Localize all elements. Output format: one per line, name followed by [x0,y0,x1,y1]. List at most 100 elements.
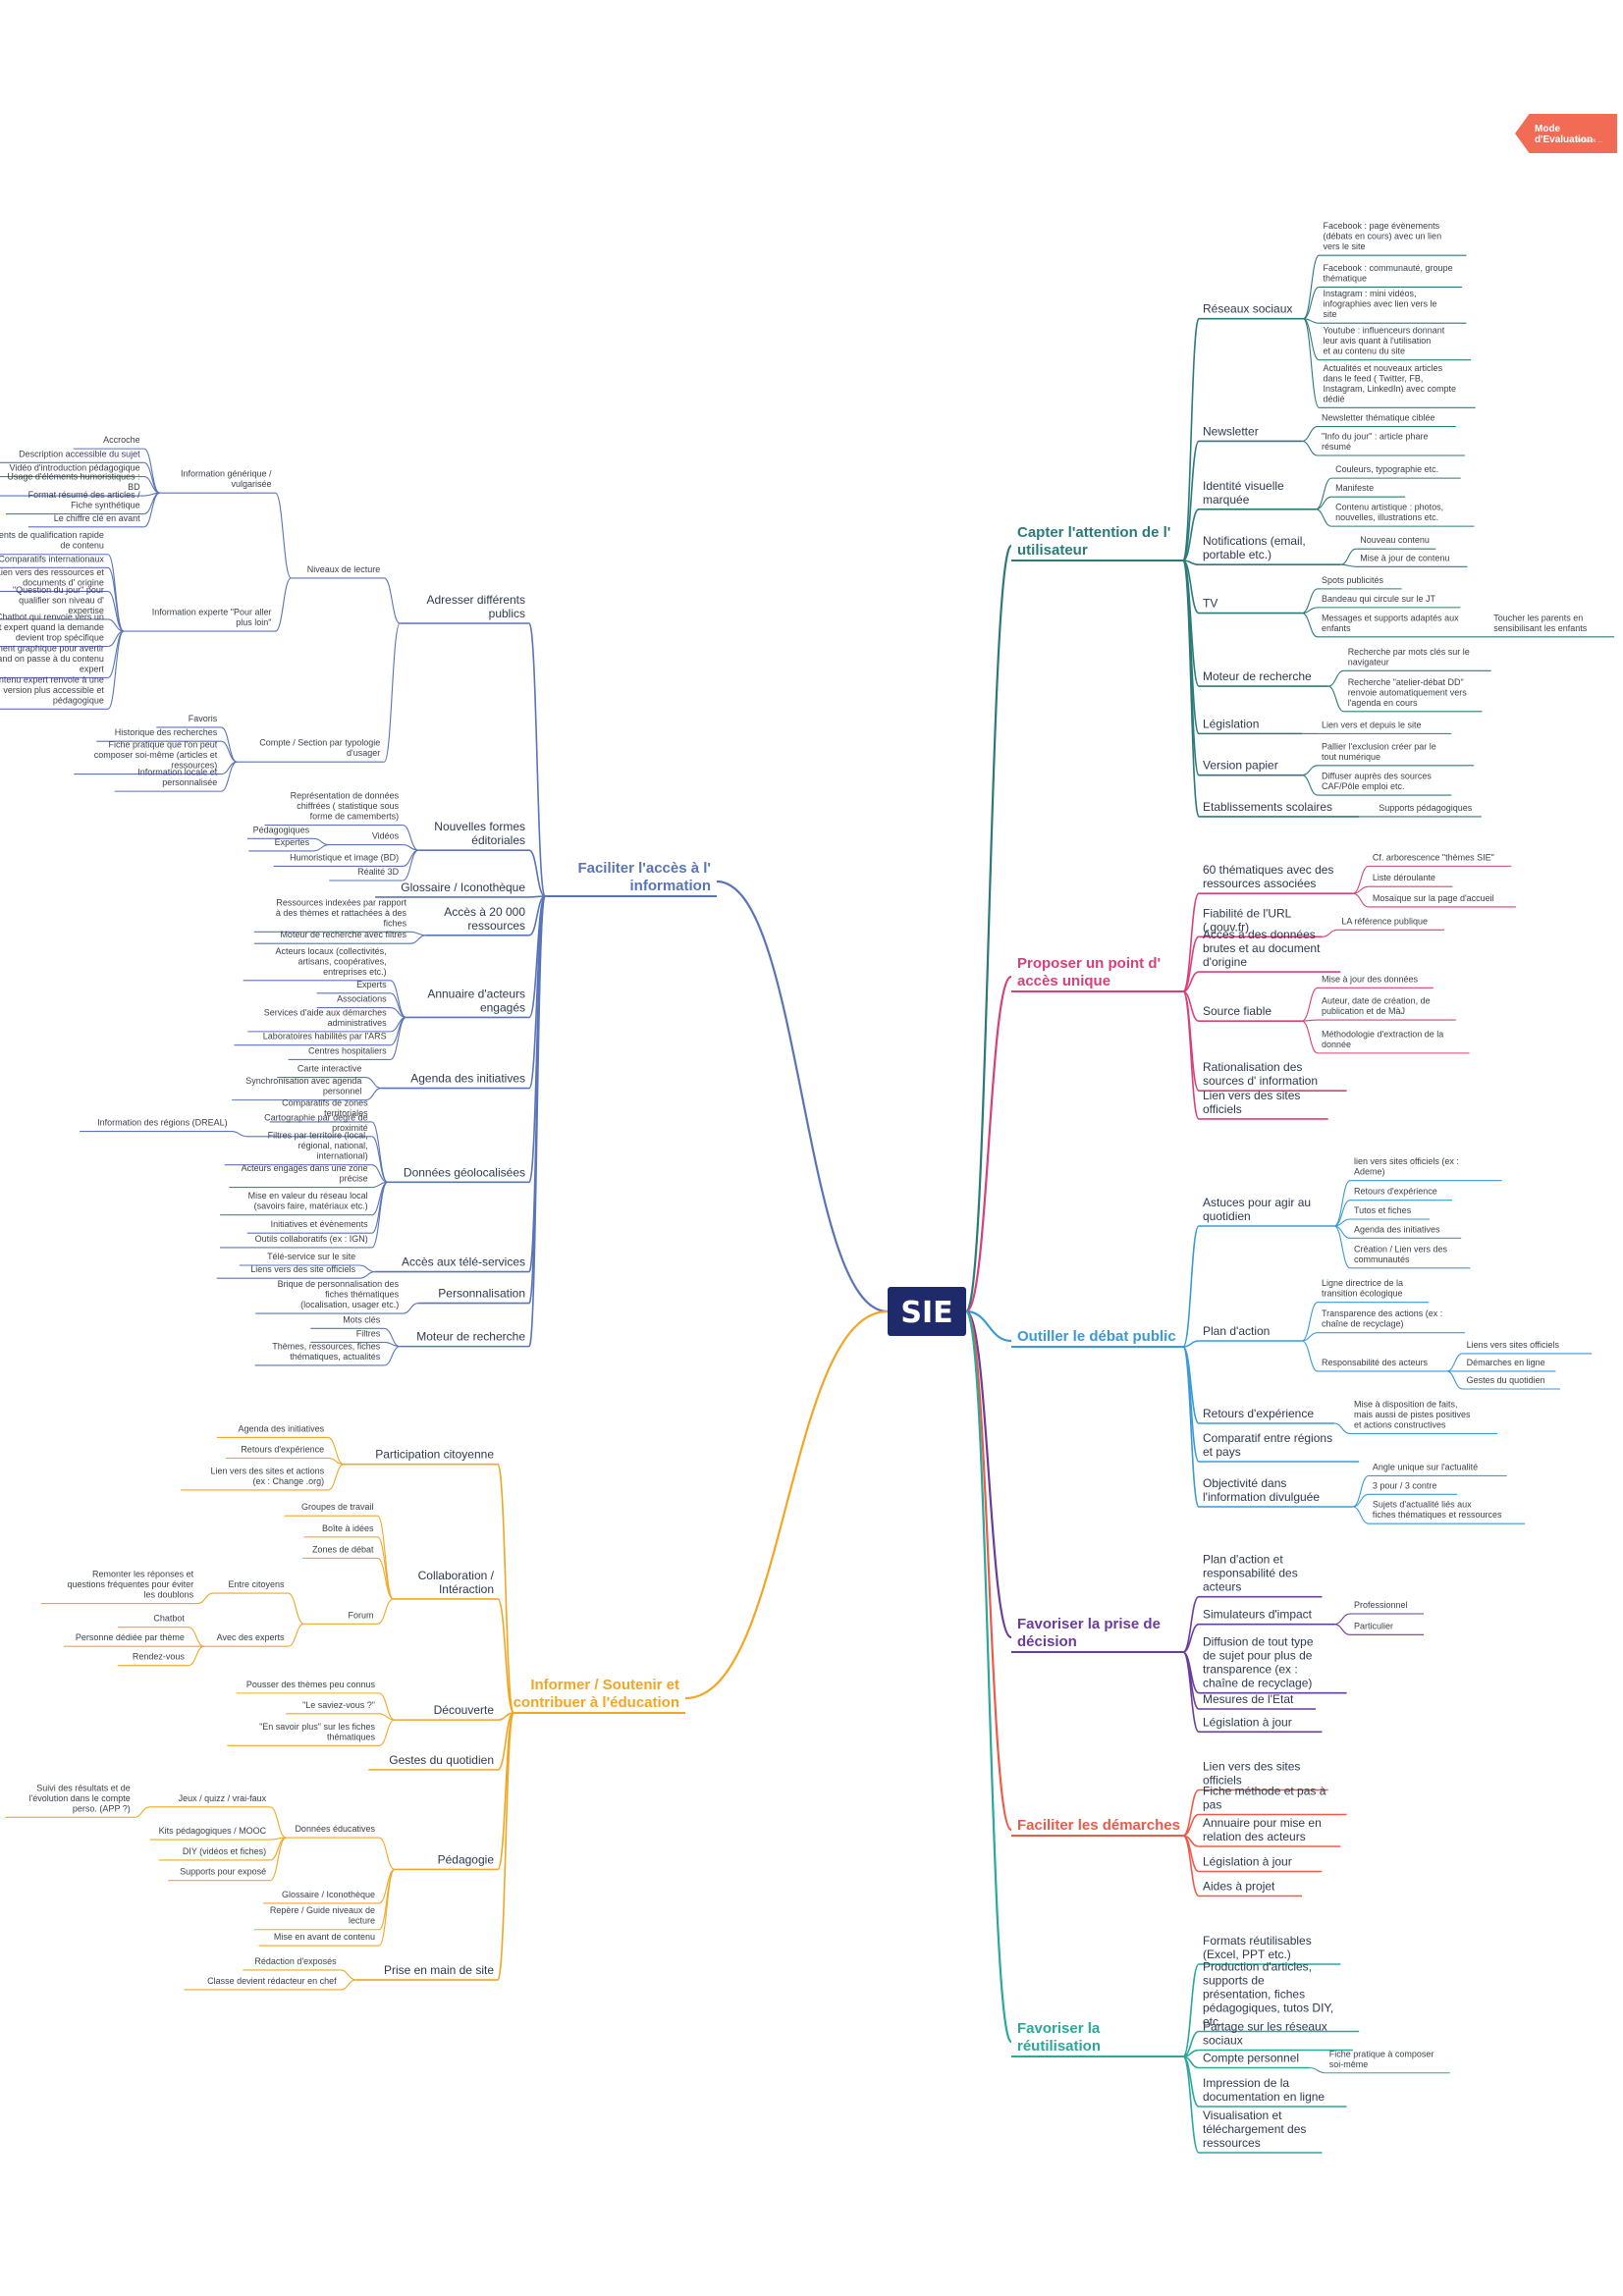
node-tutos-et-fiches[interactable]: Tutos et fiches [1354,1205,1412,1215]
node-contenu-artistique-photos-nouvelles-illu[interactable]: Contenu artistique : photos,nouvelles, i… [1335,503,1443,523]
node-couleurs-typographie-etc[interactable]: Couleurs, typographie etc. [1335,464,1438,474]
node-mise-a-jour-des-donnees[interactable]: Mise à jour des données [1322,974,1419,984]
node-acteurs-locaux-collectivites-artisans-co[interactable]: Acteurs locaux (collectivités,artisans, … [276,946,387,977]
node-lien-vers-des-sites-et-actions-ex-change[interactable]: Lien vers des sites et actions(ex : Chan… [211,1466,325,1486]
node-boite-a-idees[interactable]: Boîte à idées [322,1523,374,1533]
node-filtres-par-territoire-local-regional-na[interactable]: Filtres par territoire (local,régional, … [268,1131,368,1161]
node-cf-arborescence-themes-sie[interactable]: Cf. arborescence "thèmes SIE" [1373,852,1494,862]
node-recherche-atelier-debat-dd-renvoie-autom[interactable]: Recherche "atelier-débat DD"renvoie auto… [1348,677,1468,708]
node-mise-a-disposition-de-faits-mais-aussi-d[interactable]: Mise à disposition de faits,mais aussi d… [1354,1400,1471,1430]
node-video-d-introduction-pedagogique[interactable]: Vidéo d'introduction pédagogique [10,463,140,473]
node-mise-en-valeur-du-reseau-local-savoirs-f[interactable]: Mise en valeur du réseau local(savoirs f… [248,1191,368,1211]
node-comparatifs-internationaux[interactable]: Comparatifs internationaux [0,554,104,563]
node-jeux-quizz-vrai-faux[interactable]: Jeux / quizz / vrai-faux [179,1793,267,1803]
node-personne-dediee-par-theme[interactable]: Personne dédiée par thème [76,1632,185,1642]
node-prise-en-main-de-site[interactable]: Prise en main de site [384,1963,494,1977]
node-mosaique-sur-la-page-d-accueil[interactable]: Mosaïque sur la page d'accueil [1373,893,1494,903]
node-tv[interactable]: TV [1203,597,1217,611]
node-decouverte[interactable]: Découverte [434,1703,495,1717]
node-rendez-vous[interactable]: Rendez-vous [133,1652,186,1662]
node-supports-pedagogiques[interactable]: Supports pédagogiques [1379,803,1473,813]
root-node[interactable]: SIE [888,1287,966,1336]
node-zones-de-debat[interactable]: Zones de débat [312,1544,374,1554]
node-spots-publicites[interactable]: Spots publicités [1322,575,1384,585]
node-gestes-du-quotidien[interactable]: Gestes du quotidien [1467,1375,1545,1385]
node-legislation[interactable]: Législation [1203,717,1259,730]
node-plan-d-action[interactable]: Plan d'action [1203,1324,1270,1338]
node-compte-personnel[interactable]: Compte personnel [1203,2052,1299,2065]
node-associations[interactable]: Associations [337,994,387,1004]
node-kits-pedagogiques-mooc[interactable]: Kits pédagogiques / MOOC [159,1826,267,1836]
node-videos[interactable]: Vidéos [372,831,400,841]
node-usage-d-elements-humoristiques-bd[interactable]: Usage d'éléments humoristiques :BD [7,472,140,493]
node-description-accessible-du-sujet[interactable]: Description accessible du sujet [19,449,140,458]
node-personnalisation[interactable]: Personnalisation [438,1287,525,1301]
node-retours-d-experience[interactable]: Retours d'expérience [1203,1407,1314,1420]
node-format-resume-des-articles-fiche-synthet[interactable]: Format résumé des articles /Fiche synthé… [28,490,141,510]
node-newsletter[interactable]: Newsletter [1203,424,1259,438]
node-newsletter-thematique-ciblee[interactable]: Newsletter thématique ciblée [1322,413,1435,423]
node-moteur-de-recherche[interactable]: Moteur de recherche [416,1330,525,1344]
node-chatbot-qui-renvoie-vers-un-contact-expe[interactable]: Chatbot qui renvoie vers uncontact exper… [0,612,104,642]
node-source-fiable[interactable]: Source fiable [1203,1004,1271,1018]
node-retours-d-experience[interactable]: Retours d'expérience [241,1444,324,1454]
node-pedagogiques[interactable]: Pédagogiques [253,825,310,834]
node-donnees-educatives[interactable]: Données éducatives [295,1824,375,1834]
node-laboratoires-habilites-par-l-ars[interactable]: Laboratoires habilités par l'ARS [263,1032,387,1041]
node-moteur-de-recherche[interactable]: Moteur de recherche [1203,669,1312,683]
evaluation-mode-badge[interactable]: Mode d'Evaluation Artback ... [1515,114,1617,153]
node-nouveau-contenu[interactable]: Nouveau contenu [1360,535,1430,545]
node-mesures-de-l-etat[interactable]: Mesures de l'Etat [1203,1692,1294,1706]
node-acces-aux-tele-services[interactable]: Accès aux télé-services [402,1255,525,1269]
node-lien-vers-sites-officiels-ex-ademe[interactable]: lien vers sites officiels (ex :Ademe) [1354,1156,1459,1177]
node-transparence-des-actions-ex-chaine-de-re[interactable]: Transparence des actions (ex :chaîne de … [1322,1308,1442,1329]
node-version-papier[interactable]: Version papier [1203,759,1278,773]
node-particulier[interactable]: Particulier [1354,1621,1393,1630]
node-facebook-page-evenements-debats-en-cours[interactable]: Facebook : page évènements(débats en cou… [1324,221,1442,251]
node-groupes-de-travail[interactable]: Groupes de travail [301,1502,374,1512]
node-historique-des-recherches[interactable]: Historique des recherches [115,727,218,737]
node-manifeste[interactable]: Manifeste [1335,483,1374,493]
node-mise-a-jour-de-contenu[interactable]: Mise à jour de contenu [1360,553,1449,562]
node-etablissements-scolaires[interactable]: Etablissements scolaires [1203,800,1332,814]
node-centres-hospitaliers[interactable]: Centres hospitaliers [308,1045,387,1055]
node-donnees-geolocalisees[interactable]: Données géolocalisées [404,1165,525,1179]
node-humoristique-et-image-bd[interactable]: Humoristique et image (BD) [290,852,399,862]
node-professionnel[interactable]: Professionnel [1354,1600,1408,1610]
node-chatbot[interactable]: Chatbot [153,1614,185,1624]
